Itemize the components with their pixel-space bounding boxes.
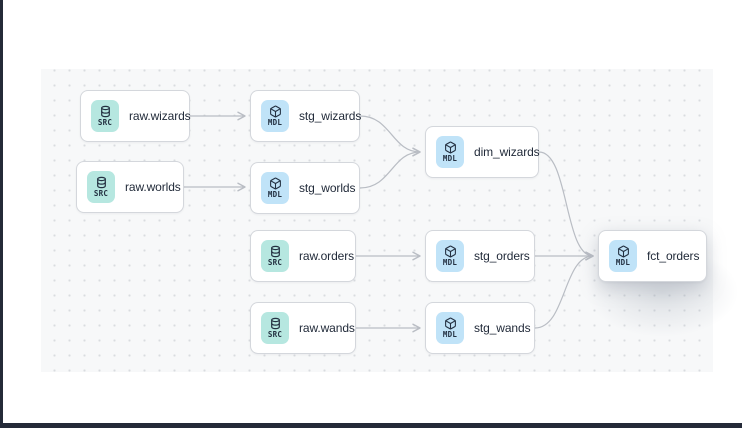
node-label: raw.orders	[299, 249, 355, 263]
node-label: raw.wizards	[129, 109, 191, 123]
cube-icon	[444, 141, 456, 154]
badge-label: SRC	[267, 330, 283, 340]
node-raw-orders[interactable]: SRC raw.orders	[250, 230, 356, 282]
node-dim-wizards[interactable]: MDL dim_wizards	[425, 126, 540, 178]
node-stg-wands[interactable]: MDL stg_wands	[425, 302, 535, 354]
window-left-edge	[0, 0, 3, 428]
node-fct-orders[interactable]: MDL fct_orders	[598, 230, 707, 282]
window-bottom-edge	[0, 423, 742, 428]
mdl-badge: MDL	[609, 240, 637, 272]
badge-label: SRC	[267, 258, 283, 268]
database-icon	[270, 318, 280, 330]
node-label: fct_orders	[647, 249, 700, 263]
edge-dim-wizards-to-fct-orders	[538, 151, 594, 261]
node-label: stg_wands	[474, 321, 531, 335]
badge-label: MDL	[442, 258, 458, 268]
badge-label: MDL	[267, 118, 283, 128]
mdl-badge: MDL	[436, 240, 464, 272]
src-badge: SRC	[261, 312, 289, 344]
edge-stg-wizards-to-dim-wizards	[359, 115, 421, 157]
cube-icon	[444, 245, 456, 258]
dag-canvas[interactable]: SRC raw.wizards MDL stg_wizards	[41, 69, 742, 372]
cube-icon	[269, 177, 281, 190]
cube-icon	[269, 105, 281, 118]
node-label: stg_worlds	[299, 181, 356, 195]
edge-stg-wands-to-fct-orders	[534, 251, 594, 329]
node-label: stg_orders	[474, 249, 530, 263]
mdl-badge: MDL	[436, 136, 464, 168]
node-label: raw.worlds	[125, 180, 181, 194]
node-label: dim_wizards	[474, 145, 540, 159]
src-badge: SRC	[87, 171, 115, 203]
node-raw-worlds[interactable]: SRC raw.worlds	[76, 161, 184, 213]
mdl-badge: MDL	[261, 100, 289, 132]
cube-icon	[444, 317, 456, 330]
node-stg-orders[interactable]: MDL stg_orders	[425, 230, 535, 282]
node-label: stg_wizards	[299, 109, 362, 123]
node-stg-wizards[interactable]: MDL stg_wizards	[250, 90, 362, 142]
src-badge: SRC	[91, 100, 119, 132]
badge-label: SRC	[93, 189, 109, 199]
badge-label: SRC	[97, 118, 113, 128]
node-raw-wands[interactable]: SRC raw.wands	[250, 302, 356, 354]
mdl-badge: MDL	[261, 172, 289, 204]
src-badge: SRC	[261, 240, 289, 272]
cube-icon	[617, 245, 629, 258]
node-label: raw.wands	[299, 321, 355, 335]
database-icon	[270, 246, 280, 258]
badge-label: MDL	[442, 154, 458, 164]
node-stg-worlds[interactable]: MDL stg_worlds	[250, 162, 360, 214]
database-icon	[100, 106, 110, 118]
database-icon	[96, 177, 106, 189]
edge-stg-worlds-to-dim-wizards	[359, 147, 421, 189]
mdl-badge: MDL	[436, 312, 464, 344]
badge-label: MDL	[267, 190, 283, 200]
badge-label: MDL	[442, 330, 458, 340]
node-raw-wizards[interactable]: SRC raw.wizards	[80, 90, 191, 142]
badge-label: MDL	[615, 258, 631, 268]
